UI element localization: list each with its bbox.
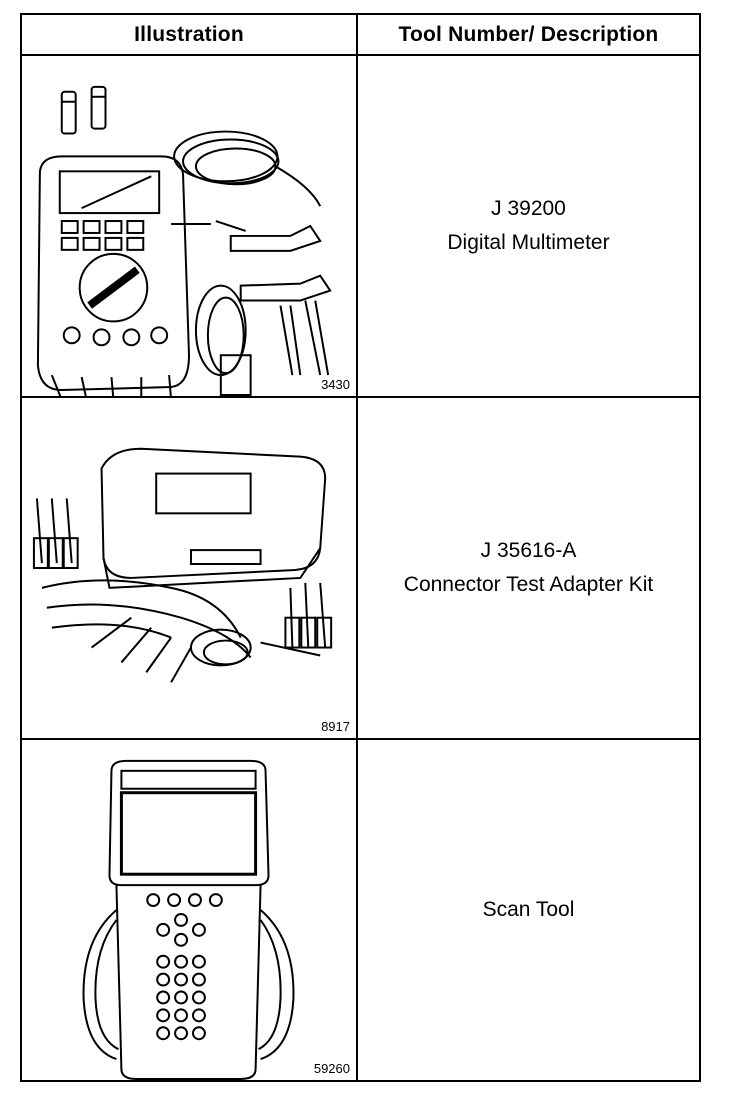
table-row: 59260 Scan Tool (20, 738, 701, 1082)
header-illustration: Illustration (20, 13, 358, 56)
adapter-kit-illustration-icon (32, 447, 333, 683)
figure-number: 59260 (313, 1061, 350, 1076)
description-cell: J 35616-A Connector Test Adapter Kit (356, 396, 701, 740)
figure-number: 8917 (321, 719, 350, 734)
tool-description: Connector Test Adapter Kit (403, 573, 654, 596)
description-cell: Scan Tool (356, 738, 701, 1082)
tools-table: Illustration Tool Number/ Description (20, 13, 701, 1082)
tool-description: Digital Multimeter (447, 231, 610, 254)
header-tool-description: Tool Number/ Description (356, 13, 701, 56)
illustration-cell: 59260 (20, 738, 358, 1082)
tool-number: J 39200 (491, 197, 566, 220)
illustration-cell: 8917 (20, 396, 358, 740)
tool-description: Scan Tool (482, 898, 575, 921)
description-cell: J 39200 Digital Multimeter (356, 54, 701, 398)
multimeter-illustration-icon (36, 85, 332, 396)
illustration-cell: 3430 (20, 54, 358, 398)
scan-tool-illustration-icon (82, 759, 295, 1080)
table-header-row: Illustration Tool Number/ Description (20, 13, 701, 56)
table-row: 3430 J 39200 Digital Multimeter (20, 54, 701, 398)
figure-number: 3430 (321, 377, 350, 392)
tool-number: J 35616-A (480, 539, 577, 562)
table-row: 8917 J 35616-A Connector Test Adapter Ki… (20, 396, 701, 740)
